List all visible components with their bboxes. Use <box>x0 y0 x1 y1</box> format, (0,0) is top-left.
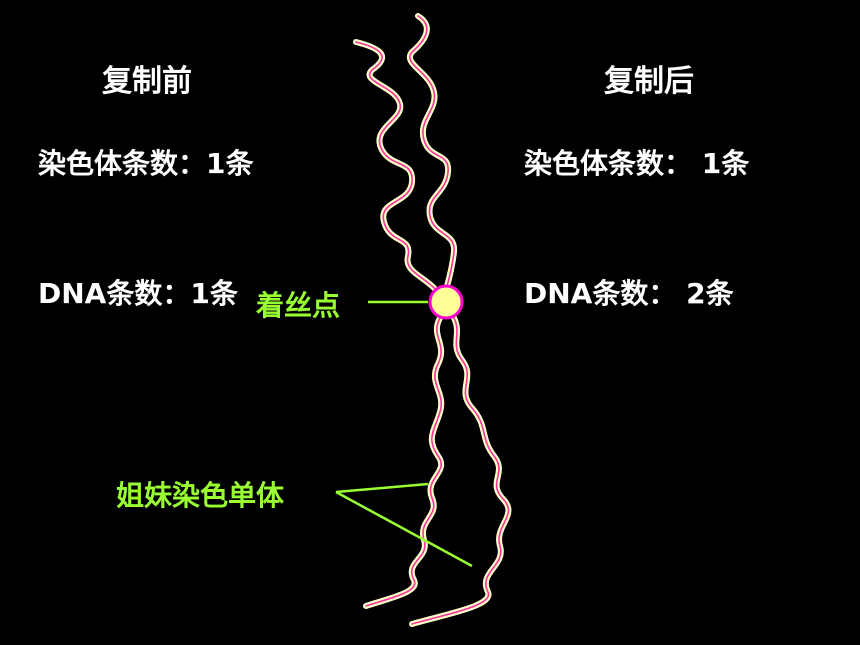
upper-strand-b <box>406 13 458 293</box>
after-heading: 复制后 <box>604 64 694 99</box>
lower-strand-a <box>363 315 445 609</box>
centromere-dot <box>428 284 464 320</box>
sister-chromatids-label: 姐妹染色单体 <box>116 479 285 512</box>
centromere-label: 着丝点 <box>256 289 341 322</box>
lower-strand-b <box>409 315 512 627</box>
chromatid-leader-line-upper <box>335 482 429 494</box>
after-dna-count: DNA条数： 2条 <box>524 277 734 310</box>
chromatid-leader-line-lower <box>335 490 473 568</box>
before-chromosome-count: 染色体条数：1条 <box>38 147 254 180</box>
after-chromosome-count: 染色体条数： 1条 <box>524 147 750 180</box>
before-dna-count: DNA条数：1条 <box>38 277 238 310</box>
before-heading: 复制前 <box>102 64 192 99</box>
upper-strand-a <box>353 39 439 293</box>
